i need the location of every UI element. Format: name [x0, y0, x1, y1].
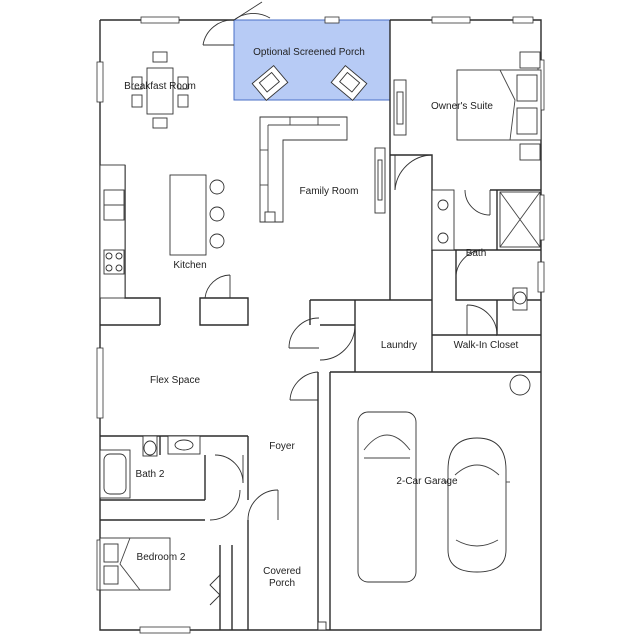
label-bedroom-2: Bedroom 2 — [137, 552, 186, 563]
label-kitchen: Kitchen — [173, 260, 206, 271]
label-foyer: Foyer — [269, 441, 295, 452]
label-family-room: Family Room — [300, 186, 359, 197]
label-garage: 2-Car Garage — [396, 476, 458, 487]
porch-chair-right — [330, 64, 368, 102]
label-walk-in-closet: Walk-In Closet — [454, 340, 519, 351]
label-flex-space: Flex Space — [150, 375, 200, 386]
porch-chair-left — [251, 64, 289, 102]
label-covered-porch-line1: Covered — [263, 566, 301, 577]
label-screened-porch: Optional Screened Porch — [253, 47, 365, 58]
label-owners-suite: Owner's Suite — [431, 101, 493, 112]
fixtures — [99, 51, 542, 631]
label-breakfast-room: Breakfast Room — [124, 81, 196, 92]
garage-van — [357, 411, 417, 583]
label-laundry: Laundry — [381, 340, 417, 351]
room-labels: Optional Screened Porch Breakfast Room O… — [124, 47, 518, 589]
label-covered-porch-line2: Porch — [269, 578, 295, 589]
label-bath-2: Bath 2 — [136, 469, 165, 480]
garage-car — [444, 437, 510, 573]
doors — [202, 1, 498, 606]
label-bath: Bath — [466, 248, 487, 259]
